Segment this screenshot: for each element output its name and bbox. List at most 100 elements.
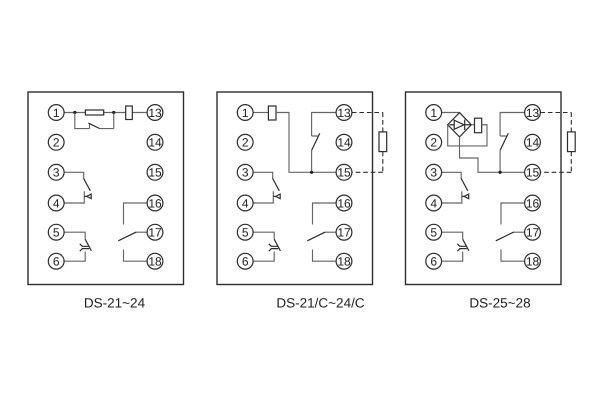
terminal-number: 6: [242, 255, 249, 269]
terminal-circle: [146, 194, 164, 212]
changeover-contact-16-17-18-icon: [117, 202, 148, 262]
terminal-circle: [146, 163, 164, 181]
terminal-number: 5: [430, 226, 437, 240]
terminal-13: 13: [523, 104, 541, 122]
terminal-number: 13: [526, 106, 540, 120]
make-contact-3-4-icon: [63, 171, 92, 204]
terminal-number: 6: [430, 255, 437, 269]
terminal-circle: [425, 104, 443, 122]
wire: [447, 124, 488, 147]
terminal-circle: [47, 104, 65, 122]
break-contact-5-6-icon: [441, 231, 470, 262]
terminal-number: 17: [526, 226, 540, 240]
terminal-number: 5: [53, 226, 60, 240]
wire: [458, 136, 501, 173]
terminal-16: 16: [335, 194, 353, 212]
terminal-1: 1: [425, 104, 443, 122]
terminal-4: 4: [236, 194, 254, 212]
terminal-circle: [47, 163, 65, 181]
terminal-circle: [236, 252, 254, 270]
terminal-2: 2: [47, 133, 65, 151]
external-resistor-icon: [351, 111, 388, 173]
terminal-number: 1: [242, 106, 249, 120]
terminal-number: 6: [53, 255, 60, 269]
terminal-circle: [47, 133, 65, 151]
break-contact-5-6-icon: [252, 231, 281, 262]
terminal-circle: [335, 252, 353, 270]
terminal-number: 4: [242, 196, 249, 210]
relay-diagram-ds-25-28: 1 2 3 4 5 6 13 14 15 16 17 18: [404, 91, 576, 286]
terminal-circle: [146, 252, 164, 270]
terminal-16: 16: [523, 194, 541, 212]
terminal-2: 2: [236, 133, 254, 151]
terminal-6: 6: [236, 252, 254, 270]
terminal-circle: [335, 133, 353, 151]
terminal-circle: [523, 223, 541, 241]
terminal-circle: [425, 133, 443, 151]
terminal-4: 4: [47, 194, 65, 212]
terminal-circle: [523, 252, 541, 270]
terminal-number: 14: [526, 136, 540, 150]
terminal-number: 2: [430, 136, 437, 150]
terminal-circle: [335, 163, 353, 181]
terminal-number: 2: [53, 136, 60, 150]
terminal-circle: [523, 104, 541, 122]
terminal-circle: [236, 163, 254, 181]
coil-resistor-icon: [473, 117, 483, 134]
terminal-14: 14: [523, 133, 541, 151]
terminal-circle: [236, 133, 254, 151]
terminal-number: 1: [53, 106, 60, 120]
changeover-contact-16-17-18-icon: [306, 202, 337, 262]
terminal-circle: [146, 223, 164, 241]
terminal-circle: [236, 104, 254, 122]
terminal-number: 17: [148, 226, 162, 240]
terminal-number: 17: [337, 226, 351, 240]
terminal-number: 5: [242, 226, 249, 240]
coil-circuit: [253, 105, 312, 173]
external-resistor-icon: [539, 111, 576, 173]
relay-diagram-ds-21c-24c: 1 2 3 4 5 6 13 14 15 16 17 18: [216, 91, 388, 286]
terminal-circle: [236, 194, 254, 212]
terminal-circle: [47, 252, 65, 270]
changeover-contact-16-17-18-icon: [495, 202, 526, 262]
terminal-number: 18: [148, 255, 162, 269]
terminal-circle: [47, 223, 65, 241]
relay-diagram-ds-21-24: 1 2 3 4 5 6 13 14 15 16 17 18: [27, 91, 185, 286]
terminal-number: 3: [53, 166, 60, 180]
bridge-rectifier-icon: [446, 111, 473, 138]
diagram-label-1: DS-21~24: [84, 296, 146, 311]
relay-case-outline: [216, 91, 374, 286]
terminal-18: 18: [523, 252, 541, 270]
terminal-circle: [523, 194, 541, 212]
terminal-6: 6: [47, 252, 65, 270]
terminal-13: 13: [335, 104, 353, 122]
terminal-number: 15: [148, 166, 162, 180]
terminal-number: 13: [148, 106, 162, 120]
terminal-number: 18: [337, 255, 351, 269]
bypass-contact-blade-icon: [88, 122, 100, 130]
terminal-number: 13: [337, 106, 351, 120]
terminal-circle: [523, 163, 541, 181]
terminal-5: 5: [425, 223, 443, 241]
terminal-number: 18: [526, 255, 540, 269]
terminal-4: 4: [425, 194, 443, 212]
terminal-17: 17: [335, 223, 353, 241]
terminal-number: 16: [526, 196, 540, 210]
break-contact-5-6-icon: [63, 231, 93, 262]
terminal-circle: [335, 104, 353, 122]
terminal-circle: [523, 133, 541, 151]
terminal-number: 14: [148, 136, 162, 150]
terminal-circle: [425, 223, 443, 241]
terminal-16: 16: [146, 194, 164, 212]
terminal-number: 1: [430, 106, 437, 120]
terminal-13: 13: [146, 104, 164, 122]
terminal-1: 1: [236, 104, 254, 122]
terminal-number: 3: [430, 166, 437, 180]
wire: [276, 111, 312, 173]
terminal-circle: [146, 104, 164, 122]
coil-circuit: [441, 111, 501, 173]
terminal-circle: [425, 194, 443, 212]
diagram-label-3: DS-25~28: [469, 296, 530, 311]
terminal-15: 15: [523, 163, 541, 181]
